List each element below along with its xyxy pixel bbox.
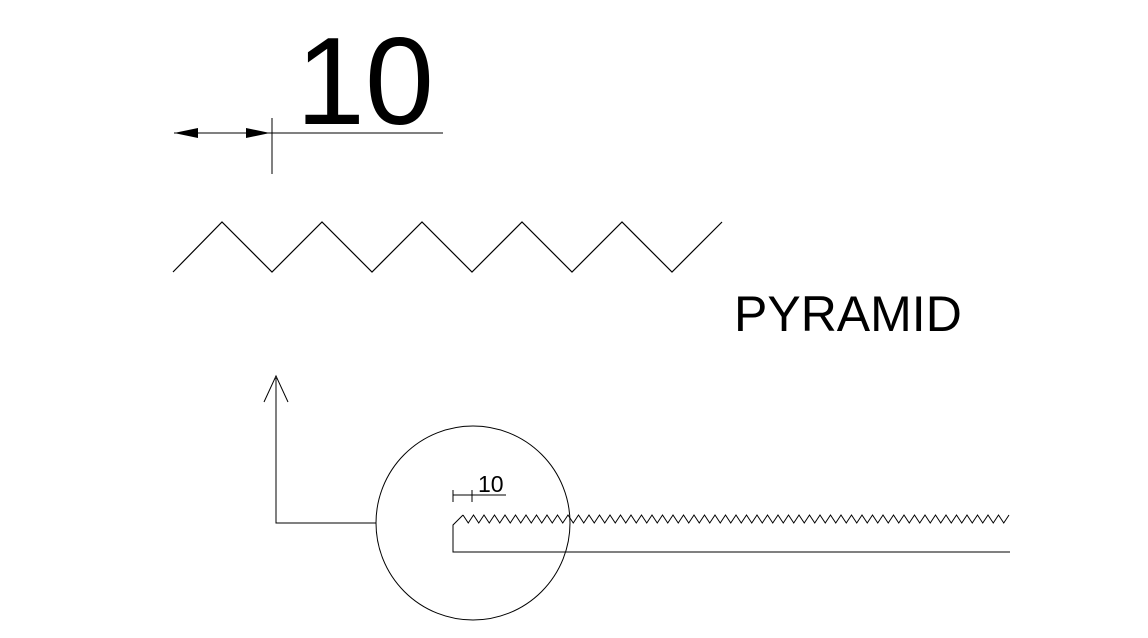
dimension-arrow-right-icon	[246, 128, 270, 138]
panel-section	[452, 514, 1010, 553]
dimension-small-text: 10	[478, 471, 504, 497]
enlarged-dimension: 10	[174, 13, 443, 174]
dimension-arrow-left-icon	[174, 128, 198, 138]
leader-line	[275, 378, 376, 524]
detail-circle	[375, 425, 571, 621]
panel-edge-outline	[452, 514, 1010, 553]
small-dimension: 10	[452, 471, 506, 502]
leader-arrow-up-icon	[263, 374, 289, 403]
dimension-large-text: 10	[296, 13, 434, 151]
profile-label: PYRAMID	[734, 286, 962, 342]
detail-leader	[263, 374, 376, 524]
pyramid-profile-enlarged	[172, 221, 723, 273]
pyramid-profile-small	[462, 514, 1010, 524]
